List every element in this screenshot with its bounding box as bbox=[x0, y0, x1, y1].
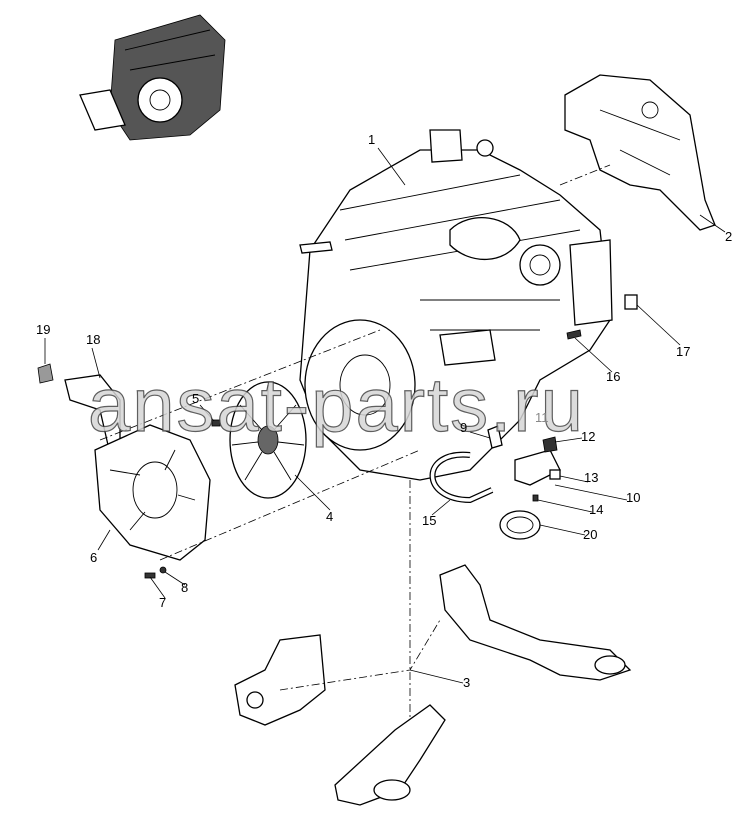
callout-18: 18 bbox=[86, 332, 101, 347]
callout-4: 4 bbox=[326, 509, 334, 524]
part-16-bolt bbox=[566, 329, 582, 340]
callout-5: 5 bbox=[192, 391, 200, 406]
callout-2: 2 bbox=[725, 229, 733, 244]
part-6-flywheel-housing bbox=[94, 424, 211, 561]
leader-lines bbox=[44, 147, 726, 684]
watermark: ansat-parts.ru bbox=[87, 363, 585, 448]
callout-7: 7 bbox=[159, 595, 167, 610]
thumbnail-engine bbox=[79, 14, 226, 141]
callout-6: 6 bbox=[90, 550, 98, 565]
callout-11: 11 bbox=[535, 410, 549, 425]
part-4-drive-plate bbox=[229, 381, 307, 499]
callout-15: 15 bbox=[422, 513, 437, 528]
callout-10: 10 bbox=[626, 490, 641, 505]
callout-16: 16 bbox=[606, 369, 621, 384]
part-5-bolt bbox=[211, 419, 221, 427]
callout-13: 13 bbox=[584, 470, 599, 485]
part-9-fitting bbox=[487, 425, 503, 449]
part-7-bolt bbox=[144, 572, 156, 579]
callout-9: 9 bbox=[460, 420, 468, 435]
callout-14: 14 bbox=[589, 502, 604, 517]
callout-8: 8 bbox=[181, 580, 189, 595]
callout-3: 3 bbox=[463, 675, 471, 690]
callout-20: 20 bbox=[583, 527, 598, 542]
part-19 bbox=[37, 363, 54, 384]
engine-assembly bbox=[299, 129, 613, 481]
callout-1: 1 bbox=[368, 132, 376, 147]
part-13 bbox=[549, 469, 561, 480]
part-17 bbox=[624, 294, 638, 310]
part-10-bracket bbox=[514, 449, 561, 486]
callout-17: 17 bbox=[676, 344, 691, 359]
part-20-cover bbox=[499, 510, 541, 540]
part-2-bracket bbox=[564, 74, 716, 231]
callout-12: 12 bbox=[581, 429, 596, 444]
part-14-bolt bbox=[532, 494, 539, 502]
callout-19: 19 bbox=[36, 322, 51, 337]
part-12-sensor bbox=[542, 436, 558, 453]
part-3-engine-mounts bbox=[234, 564, 632, 806]
part-8-washer bbox=[159, 566, 167, 574]
